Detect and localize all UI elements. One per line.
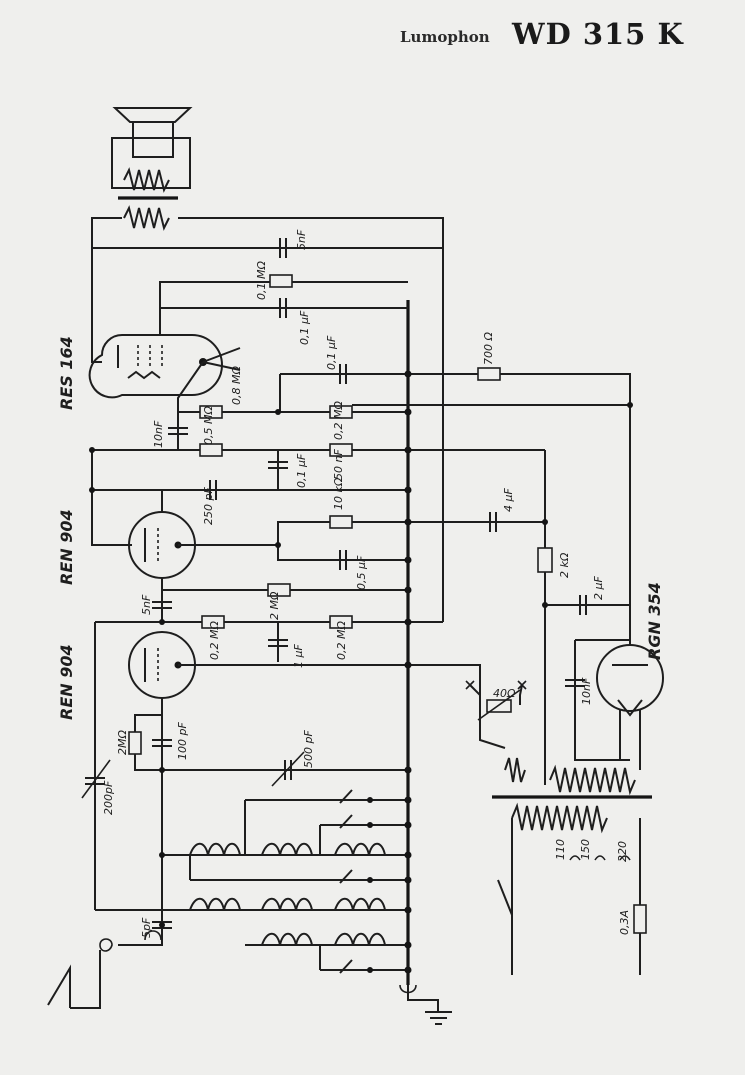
label-220v: 220 bbox=[616, 841, 629, 862]
label-02m-a: 0,2 MΩ bbox=[332, 401, 345, 440]
resistor-50nf-series bbox=[329, 443, 353, 457]
ground-icon bbox=[399, 984, 452, 1025]
capacitor-4uf bbox=[489, 512, 497, 532]
capacitor-200pf-variable bbox=[81, 759, 111, 799]
label-150v: 150 bbox=[579, 839, 592, 860]
label-10nf-a: 10nF bbox=[152, 420, 165, 448]
coil-section bbox=[95, 799, 408, 971]
capacitor-10nf-b bbox=[565, 679, 585, 687]
label-500pf: 500 pF bbox=[302, 730, 315, 768]
label-10nf-b: 10nF bbox=[580, 677, 593, 705]
loudspeaker-icon bbox=[111, 107, 193, 231]
label-1uf: 1 μF bbox=[292, 644, 305, 668]
label-700: 700 Ω bbox=[482, 332, 495, 365]
capacitor-5nf-top bbox=[279, 238, 287, 258]
label-01uf-b: 0,1 μF bbox=[325, 335, 338, 370]
label-fuse: 0,3A bbox=[618, 910, 631, 935]
resistor-01m bbox=[269, 274, 293, 288]
label-50nf: 50 nF bbox=[332, 449, 345, 480]
resistor-02m-c bbox=[329, 615, 353, 629]
label-110v: 110 bbox=[554, 839, 567, 860]
label-01m: 0,1 MΩ bbox=[255, 261, 268, 300]
label-02m-b: 0,2 MΩ bbox=[208, 621, 221, 660]
fuse-icon bbox=[633, 904, 647, 934]
label-05m: 0,5 MΩ bbox=[202, 406, 215, 445]
capacitor-05uf bbox=[339, 550, 347, 570]
capacitor-5nf-b bbox=[152, 601, 172, 609]
model-number: WD 315 K bbox=[512, 17, 684, 51]
capacitor-250pf bbox=[209, 480, 217, 500]
label-5nf-top: 5nF bbox=[295, 229, 308, 250]
label-2m-a: 2 MΩ bbox=[268, 591, 281, 620]
capacitor-2uf bbox=[579, 595, 587, 615]
resistor-2m-b bbox=[128, 731, 142, 755]
label-08m: 0,8 MΩ bbox=[230, 366, 243, 405]
label-2m-b: 2MΩ bbox=[116, 730, 129, 755]
label-01uf-a: 0,1 μF bbox=[298, 310, 311, 345]
resistor-2k bbox=[537, 547, 553, 573]
capacitor-500pf-variable bbox=[271, 751, 305, 787]
label-200pf: 200pF bbox=[102, 780, 115, 815]
resistor-2m-a bbox=[267, 583, 291, 597]
label-2k: 2 kΩ bbox=[558, 552, 571, 578]
resistor-02m-a bbox=[329, 405, 353, 419]
brand-name: Lumophon bbox=[400, 28, 490, 46]
tube-label-ren904-lower: REN 904 bbox=[57, 644, 76, 720]
tube-label-ren904-upper: REN 904 bbox=[57, 509, 76, 585]
junctions bbox=[89, 370, 633, 974]
resistor-10k bbox=[329, 515, 353, 529]
tube-res164 bbox=[88, 334, 223, 399]
capacitor-100pf bbox=[152, 739, 172, 747]
label-02m-c: 0,2 MΩ bbox=[335, 621, 348, 660]
capacitor-01uf-b bbox=[339, 364, 347, 384]
label-40: 40Ω bbox=[493, 687, 516, 700]
label-01uf-c: 0,1 μF bbox=[295, 453, 308, 488]
capacitor-10nf-a bbox=[168, 427, 188, 435]
label-250pf: 250 pF bbox=[202, 487, 215, 525]
switches bbox=[339, 789, 373, 974]
capacitor-01uf-a bbox=[279, 298, 287, 318]
resistor-700 bbox=[477, 367, 501, 381]
resistor-05m bbox=[199, 443, 223, 457]
label-100pf: 100 pF bbox=[176, 722, 189, 760]
potentiometer-40 bbox=[477, 689, 521, 721]
label-4uf: 4 μF bbox=[502, 488, 515, 512]
resistor-08m bbox=[199, 405, 223, 419]
tube-label-rgn354: RGN 354 bbox=[645, 582, 664, 660]
label-2uf: 2 μF bbox=[592, 576, 605, 600]
tube-label-res164: RES 164 bbox=[57, 336, 76, 410]
label-10k: 10 kΩ bbox=[332, 477, 345, 510]
label-05uf: 0,5 μF bbox=[355, 555, 368, 590]
label-5pf: 5pF bbox=[140, 917, 153, 938]
resistor-02m-b bbox=[201, 615, 225, 629]
label-5nf-b: 5nF bbox=[140, 594, 153, 615]
